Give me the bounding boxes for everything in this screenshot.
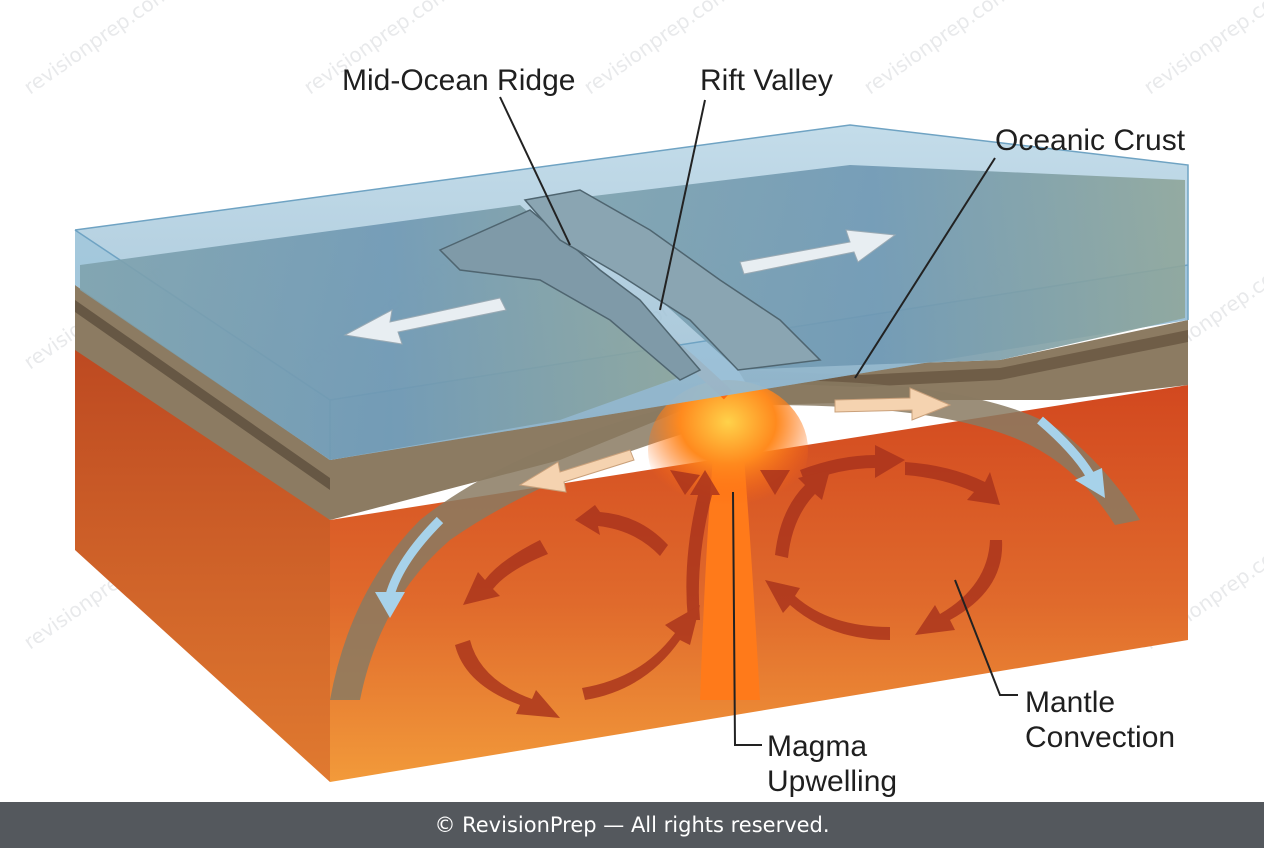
watermark: revisionprep.com (859, 0, 1014, 99)
leader-line-magma-upwelling (732, 491, 762, 746)
label-magma-upwelling-line1: Magma (767, 730, 867, 763)
convection-arrow-icon (760, 470, 790, 495)
subduction-arrows (375, 416, 1105, 618)
crust-left-dark-band (75, 300, 330, 490)
spreading-arrow-icon (518, 449, 635, 493)
crust-left-face (75, 285, 330, 520)
labels: Mid-Ocean Ridge Rift Valley Oceanic Crus… (342, 64, 1186, 798)
convection-arrow-icon (455, 640, 560, 718)
plate-spreading-arrows (343, 229, 952, 493)
convection-arrow-icon (915, 540, 1003, 635)
copyright-footer: © RevisionPrep — All rights reserved. (0, 802, 1264, 848)
convection-arrow-icon (575, 505, 668, 556)
ridge-crest-right (523, 189, 822, 371)
subduction-arrow-icon (1075, 468, 1105, 498)
label-magma-upwelling-line2: Upwelling (767, 765, 897, 798)
seafloor-spreading-diagram: revisionprep.com revisionprep.com revisi… (19, 0, 1264, 798)
convection-arrow-icon (582, 605, 700, 700)
convection-arrow-icon (670, 470, 700, 495)
label-mid-ocean-ridge: Mid-Ocean Ridge (342, 64, 575, 97)
leader-lines (499, 96, 1018, 746)
leader-line-mid-ocean-ridge (499, 96, 571, 246)
right-subducting-slab (760, 380, 1140, 525)
convection-arrow-icon (463, 540, 548, 605)
label-rift-valley: Rift Valley (700, 64, 833, 97)
subduction-arrow-icon (1037, 416, 1094, 478)
spreading-arrow-icon (739, 229, 897, 275)
convection-arrow-icon (686, 470, 720, 620)
spreading-arrow-icon (343, 297, 507, 345)
mantle-left-face (75, 285, 330, 782)
convection-arrow-icon (775, 470, 830, 558)
subduction-arrow-icon (375, 592, 405, 618)
spreading-arrow-icon (834, 387, 952, 421)
leader-line-oceanic-crust (854, 157, 996, 379)
leader-line-mantle-convection (954, 579, 1018, 696)
watermark: revisionprep.com (1139, 0, 1264, 99)
convection-cells (455, 445, 1003, 718)
label-mantle-convection-line1: Mantle (1025, 686, 1115, 719)
leader-line-rift-valley (659, 99, 706, 311)
label-oceanic-crust: Oceanic Crust (995, 124, 1186, 157)
convection-arrow-icon (765, 580, 890, 640)
watermark: revisionprep.com (19, 0, 174, 99)
convection-arrow-icon (905, 462, 1000, 505)
subduction-arrow-icon (385, 516, 444, 597)
label-mantle-convection-line2: Convection (1025, 721, 1175, 754)
